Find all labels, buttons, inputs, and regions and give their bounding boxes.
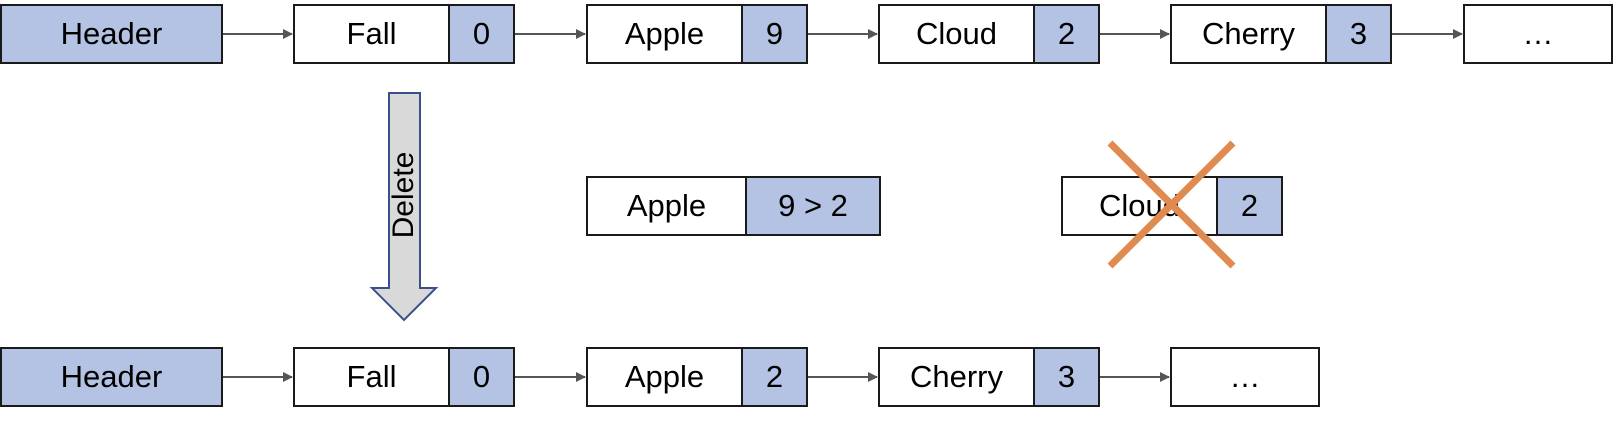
middle-apple-value: 9 > 2: [745, 176, 881, 236]
top-header-node: Header: [0, 4, 223, 64]
top-node-cherry-key: Cherry: [1170, 4, 1327, 64]
top-node-fall-value: 0: [448, 4, 515, 64]
top-node-cherry-value: 3: [1325, 4, 1392, 64]
bottom-node-cherry-value: 3: [1033, 347, 1100, 407]
bottom-tail-node: …: [1170, 347, 1320, 407]
top-node-apple-value: 9: [741, 4, 808, 64]
top-tail-node: …: [1463, 4, 1613, 64]
bottom-node-fall-value: 0: [448, 347, 515, 407]
middle-apple-key: Apple: [586, 176, 747, 236]
middle-cloud-key: Cloud: [1061, 176, 1218, 236]
top-node-fall-key: Fall: [293, 4, 450, 64]
middle-cloud-value: 2: [1216, 176, 1283, 236]
bottom-node-apple-value: 2: [741, 347, 808, 407]
top-node-cloud-value: 2: [1033, 4, 1100, 64]
bottom-node-apple-key: Apple: [586, 347, 743, 407]
top-node-apple-key: Apple: [586, 4, 743, 64]
delete-label: Delete: [387, 151, 420, 239]
top-node-cloud-key: Cloud: [878, 4, 1035, 64]
delete-arrow: [369, 92, 439, 322]
bottom-node-fall-key: Fall: [293, 347, 450, 407]
bottom-node-cherry-key: Cherry: [878, 347, 1035, 407]
bottom-header-node: Header: [0, 347, 223, 407]
